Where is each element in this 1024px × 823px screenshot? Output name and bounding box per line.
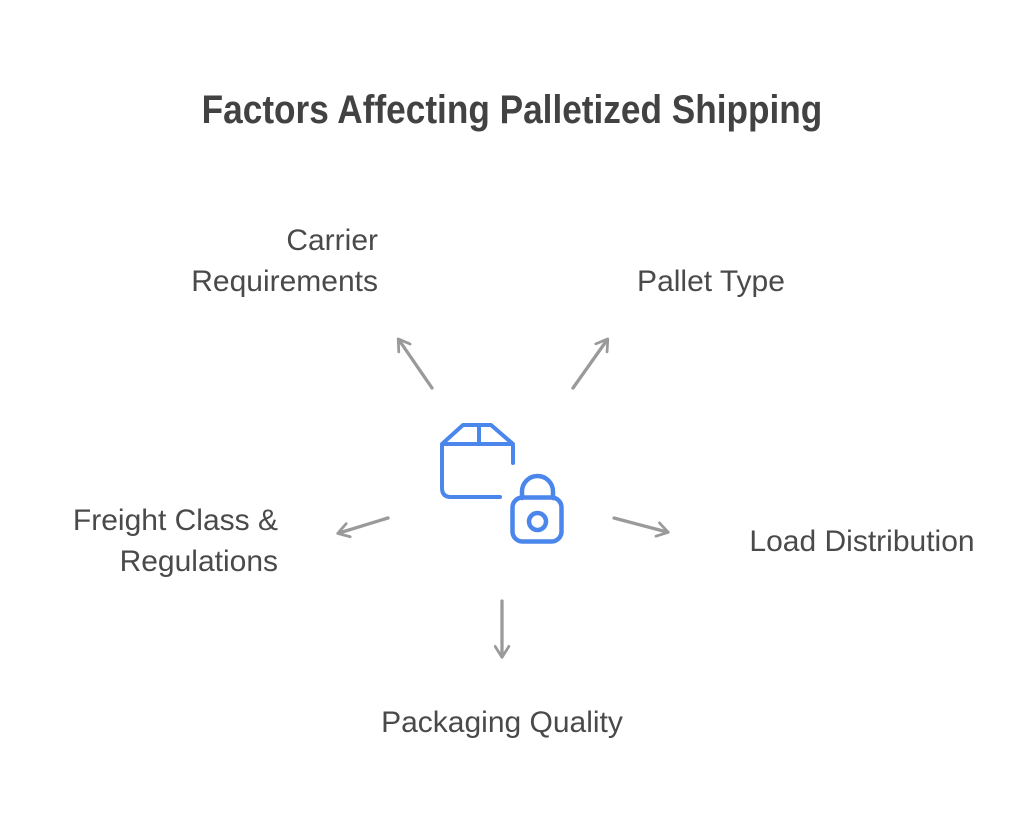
factor-label-packaging-quality: Packaging Quality: [381, 702, 623, 743]
factor-label-line: Freight Class &: [72, 504, 278, 537]
page-title: Factors Affecting Palletized Shipping: [201, 88, 823, 132]
arrow-to-load-distribution-icon: [612, 516, 670, 538]
arrow-to-freight-class-regulations-icon: [336, 516, 390, 539]
factor-label-pallet-type: Pallet Type: [637, 261, 785, 302]
factor-label-line: Load Distribution: [749, 525, 975, 558]
factor-label-line: Pallet Type: [637, 265, 785, 298]
factor-label-line: Regulations: [119, 545, 278, 578]
factor-label-load-distribution: Load Distribution: [749, 521, 974, 562]
factor-label-line: Carrier: [286, 224, 378, 257]
arrow-to-pallet-type-icon: [571, 337, 610, 390]
padlock-icon: [510, 473, 564, 544]
factor-label-line: Requirements: [191, 265, 378, 298]
package-lock-icon: [440, 423, 564, 544]
package-box-icon: [440, 423, 515, 499]
arrow-to-carrier-requirements-icon: [396, 337, 434, 390]
factor-label-freight-class-regulations: Freight Class & Regulations: [73, 500, 278, 582]
factor-label-carrier-requirements: Carrier Requirements: [191, 220, 378, 302]
factor-label-line: Packaging Quality: [381, 706, 623, 739]
